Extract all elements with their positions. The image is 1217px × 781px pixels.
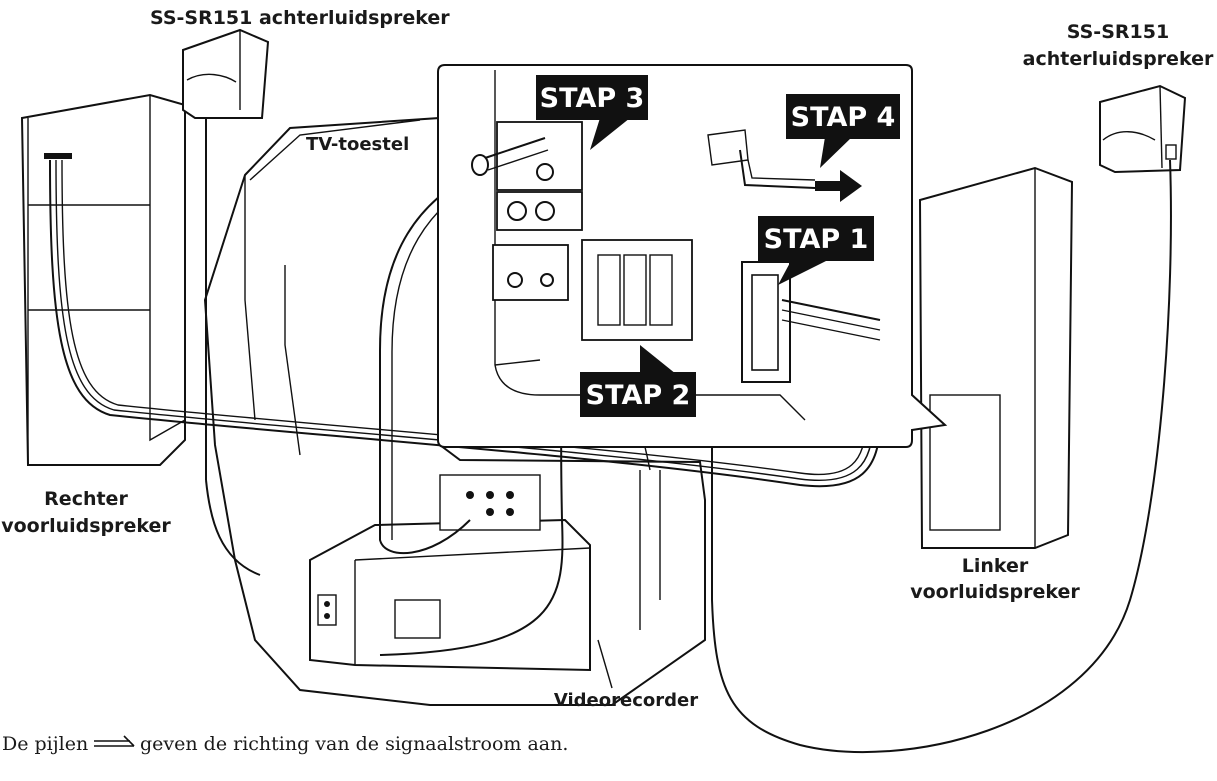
left-front-speaker	[918, 166, 1074, 549]
signal-arrow-icon	[815, 170, 862, 202]
step-label-4: STAP 4	[791, 102, 896, 133]
rear-panel-detail	[437, 64, 948, 448]
footnote-text-end: geven de richting van de signaalstroom a…	[140, 733, 568, 755]
step-callout-3: STAP 3	[536, 75, 648, 150]
label-front-right-1: Rechter	[44, 488, 128, 510]
right-rear-speaker	[1099, 84, 1187, 174]
step-callout-4: STAP 4	[786, 94, 900, 168]
footnote-arrow-icon	[94, 735, 135, 747]
label-rear-speaker-right-1: SS-SR151	[1067, 21, 1169, 43]
label-tv: TV-toestel	[306, 134, 409, 155]
step-label-2: STAP 2	[586, 380, 691, 411]
step-callout-1: STAP 1	[758, 216, 874, 285]
label-rear-speaker-left: SS-SR151 achterluidspreker	[150, 7, 450, 29]
label-front-left-2: voorluidspreker	[910, 581, 1080, 603]
footnote-text-start: De pijlen	[2, 733, 88, 755]
step-label-3: STAP 3	[540, 83, 645, 114]
label-rear-speaker-right-2: achterluidspreker	[1023, 48, 1214, 70]
step-label-1: STAP 1	[764, 224, 869, 255]
label-vcr: Videorecorder	[554, 690, 698, 711]
video-recorder	[309, 474, 591, 672]
label-front-left-1: Linker	[962, 555, 1029, 577]
step-callout-2: STAP 2	[580, 345, 696, 417]
label-front-right-2: voorluidspreker	[1, 515, 171, 537]
